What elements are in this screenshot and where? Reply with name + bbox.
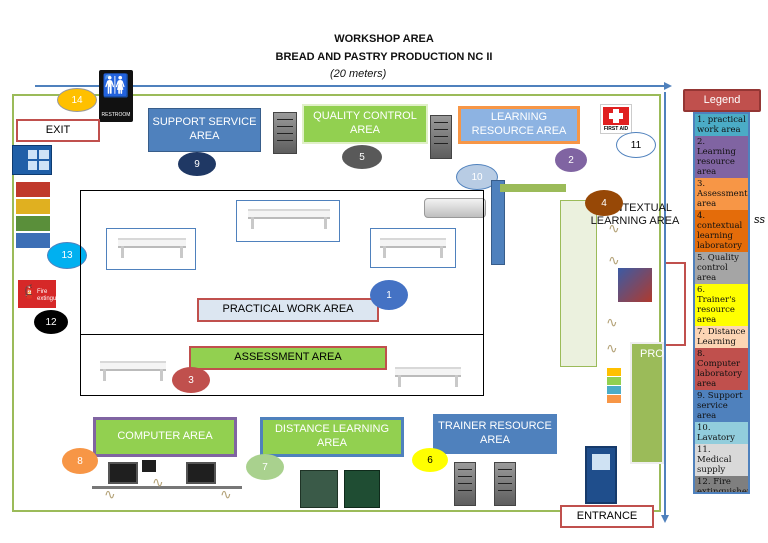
marker-9: 9 [178, 152, 216, 176]
lavatory-sink-icon [424, 198, 486, 218]
first-aid-kit-icon: FIRST AID [600, 104, 632, 134]
computer-monitor-icon [186, 462, 216, 484]
filing-cabinet-icon [430, 115, 452, 159]
fire-extinguisher-label: Fire extinguisher [37, 289, 70, 302]
lavatory-counter [491, 180, 505, 265]
practical-work-area: PRACTICAL WORK AREA [197, 298, 379, 322]
chair-icon: ∿ [606, 314, 618, 330]
chair-icon: ∿ [606, 340, 618, 356]
marker-12: 12 [34, 310, 68, 334]
entrance-door-icon [585, 446, 617, 504]
contextual-partition [666, 262, 686, 346]
computer-area: COMPUTER AREA [93, 417, 237, 457]
restroom-label: RESTROOM [101, 112, 131, 118]
work-table-icon [380, 238, 446, 248]
first-aid-label: FIRST AID [603, 126, 629, 132]
restroom-icon: 🚻 [102, 73, 130, 98]
filing-cabinet-icon [273, 112, 297, 154]
fire-extinguisher-icon: 🧯 Fire extinguisher [18, 280, 69, 308]
assessment-table-icon [100, 361, 166, 371]
legend-item: 1. practical work area [695, 114, 748, 136]
support-service-area: SUPPORT SERVICE AREA [148, 108, 261, 152]
legend-item: 8. Computer laboratory area [695, 348, 748, 390]
overflow-text: ss [754, 214, 765, 226]
poster-icon [618, 268, 652, 302]
workshop-room-outline [12, 94, 661, 512]
filing-cabinet-icon [454, 462, 476, 506]
legend-item: 10. Lavatory [695, 422, 748, 444]
work-table-frame [106, 228, 196, 270]
computer-monitor-icon [108, 462, 138, 484]
work-table-icon [248, 209, 330, 219]
legend-item: 6. Trainer's resource area [695, 284, 748, 326]
marker-7: 7 [246, 454, 284, 480]
legend-item: 11. Medical supply [695, 444, 748, 476]
practical-work-frame [80, 190, 484, 396]
marker-14: 14 [57, 88, 97, 112]
computer-desk-icon [92, 486, 242, 489]
legend-item: 7. Distance Learning [695, 326, 748, 348]
quality-control-area: QUALITY CONTROL AREA [302, 104, 428, 144]
chair-icon: ∿ [104, 486, 116, 502]
marker-11: 11 [616, 132, 656, 158]
pro-label: PRO [640, 348, 664, 360]
marker-2: 2 [555, 148, 587, 172]
distance-learning-area: DISTANCE LEARNING AREA [260, 417, 404, 457]
marker-1: 1 [370, 280, 408, 310]
legend-title: Legend [683, 89, 761, 112]
pro-area: PRO [630, 342, 664, 464]
legend-item: 4. contextual learning laboratory [695, 210, 748, 252]
trash-can-icon [16, 182, 50, 250]
contextual-learning-counter [560, 200, 597, 367]
filing-cabinet-icon [494, 462, 516, 506]
assessment-area: ASSESSMENT AREA [189, 346, 387, 370]
legend-item: 3. Assessment area [695, 178, 748, 210]
storage-cabinet-icon [344, 470, 380, 508]
practical-assessment-divider [80, 334, 484, 335]
work-table-frame [370, 228, 456, 268]
chair-icon: ∿ [220, 486, 232, 502]
work-table-frame [236, 200, 340, 242]
legend-item: 9. Support service area [695, 390, 748, 422]
chair-icon: ∿ [608, 220, 620, 236]
marker-4: 4 [585, 190, 623, 216]
legend-item: 2. Learning resource area [695, 136, 748, 178]
trainer-resource-area: TRAINER RESOURCE AREA [433, 414, 557, 454]
legend-item: 12. Fire extinguisher [695, 476, 748, 492]
learning-resource-area: LEARNING RESOURCE AREA [458, 106, 580, 144]
marker-8: 8 [62, 448, 98, 474]
marker-3: 3 [172, 367, 210, 393]
marker-6: 6 [412, 448, 448, 472]
restroom-sign: 🚻 RESTROOM [99, 70, 133, 122]
marker-5: 5 [342, 145, 382, 169]
book-stack-icon [607, 368, 621, 404]
exit-label: EXIT [16, 119, 100, 142]
diagram-title: WORKSHOP AREA [334, 33, 434, 45]
work-table-icon [118, 238, 186, 248]
storage-cabinet-icon [300, 470, 338, 508]
chair-icon: ∿ [608, 252, 620, 268]
computer-monitor-icon [142, 460, 156, 472]
legend-item: 5. Quality control area [695, 252, 748, 284]
assessment-table-icon [395, 367, 461, 377]
chair-icon: ∿ [152, 474, 164, 490]
dimension-label: (20 meters) [330, 68, 387, 80]
entrance-label: ENTRANCE [560, 505, 654, 528]
lavatory-shelf [500, 184, 566, 192]
diagram-subtitle: BREAD AND PASTRY PRODUCTION NC II [275, 51, 493, 63]
window-icon [12, 145, 52, 175]
